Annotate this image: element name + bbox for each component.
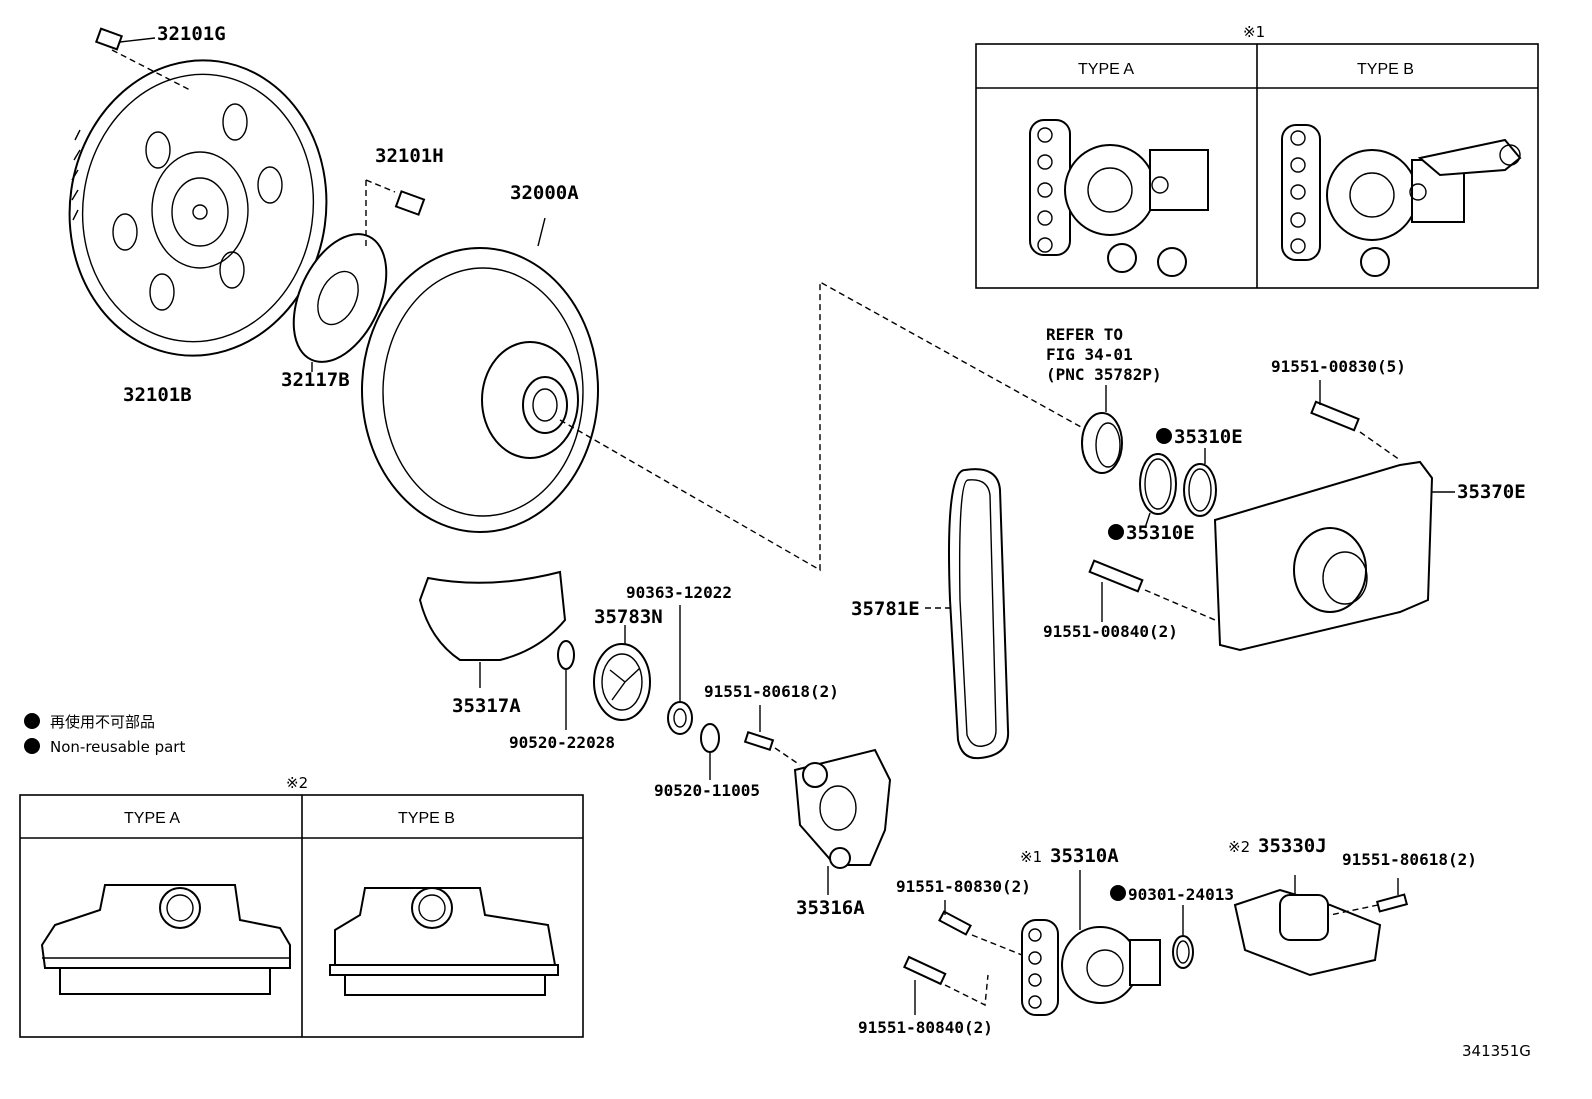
bolt-91551-80618-b[interactable] — [1329, 878, 1409, 916]
label-35310E-b: 35310E — [1126, 522, 1195, 544]
snap-ring-90520-22028[interactable] — [557, 640, 575, 730]
table1-type-b: TYPE B — [1357, 61, 1414, 78]
diagram-id: 341351G — [1462, 1042, 1531, 1060]
table-type-ab-1 — [975, 43, 1539, 289]
strainer-type-b-image — [329, 887, 559, 996]
nonreusable-dot-35310E-b — [1108, 524, 1124, 540]
drive-plate-32101B[interactable] — [51, 44, 346, 373]
label-90520-22028: 90520-22028 — [509, 733, 615, 752]
bolt-91551-80830[interactable] — [938, 900, 1023, 956]
strainer-35330J[interactable] — [1233, 875, 1382, 977]
label-35316A: 35316A — [796, 897, 865, 919]
label-35317A: 35317A — [452, 695, 521, 717]
oil-pump-type-b-image — [1281, 124, 1522, 277]
bolt-32101G[interactable] — [94, 27, 191, 91]
label-90301-24013: 90301-24013 — [1128, 885, 1234, 904]
chain-35781E[interactable] — [925, 468, 1010, 760]
label-91551-80618-2-a: 91551-80618(2) — [704, 682, 839, 701]
label-35370E: 35370E — [1457, 481, 1526, 503]
pump-body-35370E[interactable] — [1213, 460, 1455, 652]
label-32101G: 32101G — [157, 23, 226, 45]
label-35783N: 35783N — [594, 606, 663, 628]
strainer-type-a-image — [40, 884, 291, 995]
label-35330J: 35330J — [1258, 835, 1327, 857]
label-35310E-a: 35310E — [1174, 426, 1243, 448]
label-90363-12022: 90363-12022 — [626, 583, 732, 602]
label-91551-00830-5: 91551-00830(5) — [1271, 357, 1406, 376]
plate-32117B[interactable] — [275, 219, 405, 376]
table1-type-a: TYPE A — [1078, 61, 1134, 78]
alignment-line — [559, 280, 1091, 572]
table-type-ab-2 — [19, 794, 584, 1038]
snap-ring-90520-11005[interactable] — [700, 723, 720, 780]
label-32101H: 32101H — [375, 145, 444, 167]
oil-pump-35310A[interactable] — [1021, 870, 1161, 1016]
bolt-91551-00830[interactable] — [1310, 380, 1401, 461]
table2-mark: ※2 — [286, 774, 308, 792]
label-35310A-mark: ※1 — [1020, 848, 1042, 866]
label-fig-ref: FIG 34-01 — [1046, 345, 1133, 364]
gear-35783N[interactable] — [593, 625, 651, 721]
bolt-91551-80618-a[interactable] — [743, 705, 801, 766]
table1-mark: ※1 — [1243, 23, 1265, 41]
o-ring-35310E-b[interactable] — [1183, 448, 1217, 517]
label-refer-to: REFER TO — [1046, 325, 1123, 344]
label-32000A: 32000A — [510, 182, 579, 204]
torque-converter-32000A[interactable] — [361, 217, 599, 533]
label-32101B: 32101B — [123, 384, 192, 406]
table2-type-b: TYPE B — [398, 810, 455, 827]
label-90520-11005: 90520-11005 — [654, 781, 760, 800]
cover-35316A[interactable] — [793, 748, 892, 895]
label-35781E: 35781E — [851, 598, 920, 620]
label-91551-80840-2: 91551-80840(2) — [858, 1018, 993, 1037]
nonreusable-dot-35310E-a — [1156, 428, 1172, 444]
bolt-32101H[interactable] — [365, 179, 426, 250]
bolt-91551-80840[interactable] — [903, 955, 989, 1015]
seal-90363-12022[interactable] — [667, 605, 693, 735]
legend-text-en: Non-reusable part — [50, 738, 185, 756]
nonreusable-dot-90301-24013 — [1110, 885, 1126, 901]
oil-pump-type-a-image — [1029, 119, 1209, 277]
o-ring-35310E-a[interactable] — [1139, 453, 1177, 529]
label-32117B: 32117B — [281, 369, 350, 391]
label-35310A: 35310A — [1050, 845, 1119, 867]
bolt-91551-00840[interactable] — [1088, 559, 1216, 622]
label-91551-00840-2: 91551-00840(2) — [1043, 622, 1178, 641]
o-ring-90301-24013[interactable] — [1172, 905, 1194, 969]
table2-type-a: TYPE A — [124, 810, 180, 827]
label-35330J-mark: ※2 — [1228, 838, 1250, 856]
label-91551-80618-2-b: 91551-80618(2) — [1342, 850, 1477, 869]
label-91551-80830-2: 91551-80830(2) — [896, 877, 1031, 896]
legend-dot-jp — [24, 713, 40, 729]
legend-text-jp: 再使用不可部品 — [50, 713, 155, 731]
cover-35317A[interactable] — [418, 570, 567, 688]
drive-sprocket-ref[interactable] — [1081, 385, 1123, 474]
legend-dot-en — [24, 738, 40, 754]
label-pnc-ref: (PNC 35782P) — [1046, 365, 1162, 384]
